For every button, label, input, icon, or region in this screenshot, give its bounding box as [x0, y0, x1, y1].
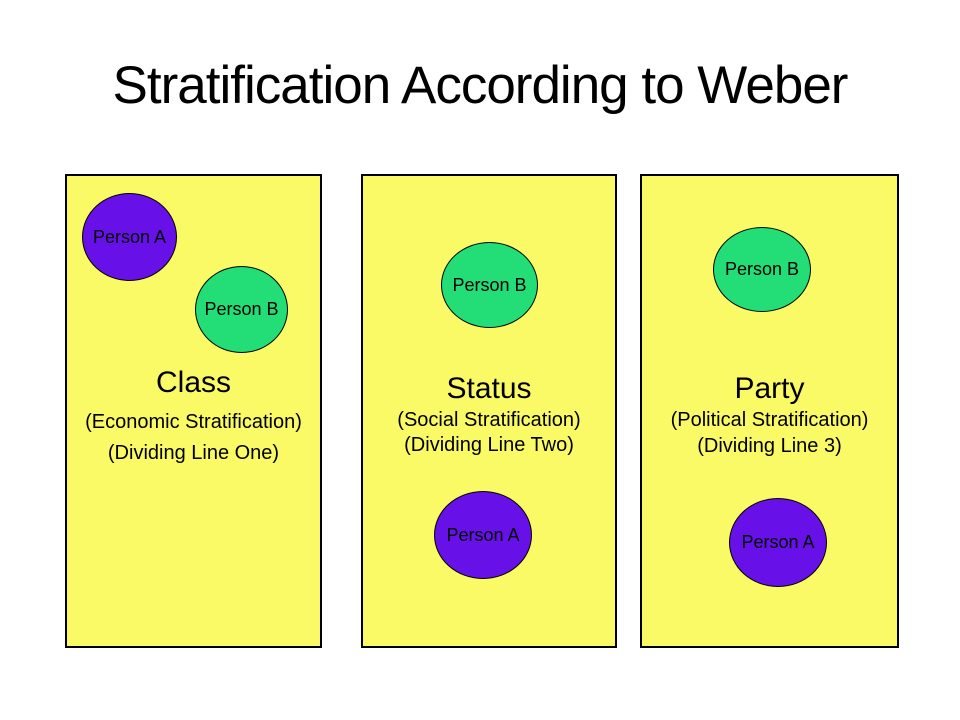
slide-title: Stratification According to Weber: [112, 56, 849, 115]
class-panel-subtitle-1: (Economic Stratification): [85, 411, 302, 433]
party-panel-heading: Party: [734, 372, 805, 405]
party-panel-subtitle-2: (Dividing Line 3): [697, 435, 842, 457]
party-panel: Person B Party (Political Stratification…: [640, 174, 899, 648]
status-person-a-circle: Person A: [434, 491, 532, 579]
class-panel: Person A Person B Class (Economic Strati…: [65, 174, 322, 648]
status-panel: Person B Status (Social Stratification) …: [361, 174, 617, 648]
class-panel-heading: Class: [155, 366, 231, 399]
party-panel-subtitle-1: (Political Stratification): [670, 409, 869, 431]
class-person-b-circle: Person B: [195, 266, 288, 353]
class-panel-subtitle-2: (Dividing Line One): [107, 442, 280, 464]
status-person-b-circle: Person B: [441, 242, 538, 328]
status-panel-heading: Status: [446, 372, 532, 405]
class-person-a-circle: Person A: [82, 193, 177, 281]
status-panel-subtitle-1: (Social Stratification): [397, 409, 581, 431]
party-person-b-circle: Person B: [713, 227, 811, 312]
status-panel-subtitle-2: (Dividing Line Two): [404, 434, 574, 456]
party-person-a-circle: Person A: [729, 498, 827, 587]
